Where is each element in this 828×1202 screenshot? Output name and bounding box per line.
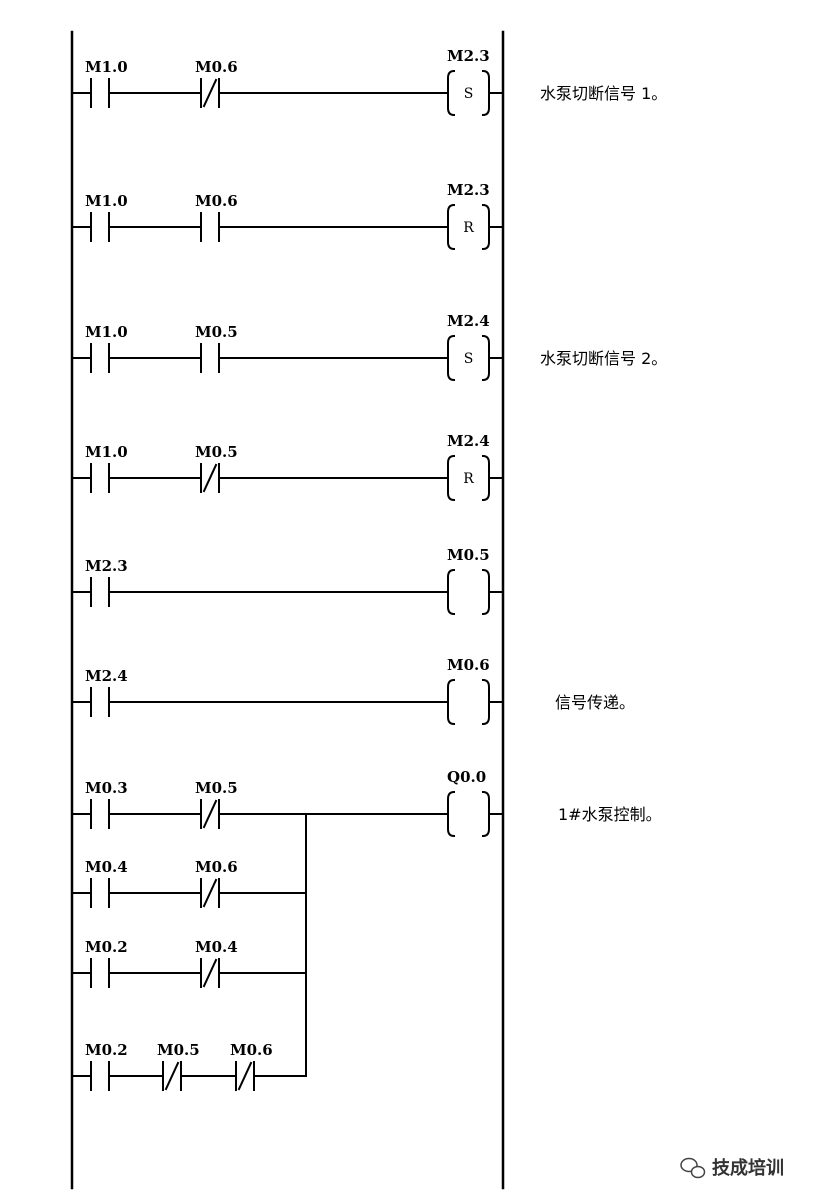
rung-6: M2.4 M0.6 信号传递。: [71, 656, 635, 726]
rung-comment: 信号传递。: [555, 693, 635, 712]
contact-nc: M0.4: [195, 938, 238, 988]
contact-no: M0.5: [195, 323, 238, 373]
contact-no: M0.2: [85, 1041, 128, 1091]
coil-label: M2.4: [447, 312, 490, 330]
rung-5: M2.3 M0.5: [71, 546, 504, 616]
contact-label: M0.2: [85, 938, 128, 956]
contact-nc: M0.6: [195, 858, 238, 908]
wechat-icon: [680, 1157, 706, 1179]
contact-label: M2.4: [85, 667, 128, 685]
coil-letter: R: [463, 471, 474, 487]
contact-slash: [237, 1061, 253, 1091]
contact-label: M0.4: [85, 858, 128, 876]
contact-no: M1.0: [85, 58, 128, 108]
coil: S M2.3: [447, 47, 504, 117]
rung-2: M1.0 M0.6R M2.3: [71, 181, 504, 251]
coil-left-arc: [447, 454, 456, 502]
watermark: 技成培训: [680, 1157, 784, 1179]
coil-label: Q0.0: [447, 768, 486, 786]
contact-slash: [202, 78, 218, 108]
coil: M0.6: [447, 656, 504, 726]
coil-label: M2.4: [447, 432, 490, 450]
coil-label: M2.3: [447, 181, 490, 199]
coil-left-arc: [447, 334, 456, 382]
coil-label: M2.3: [447, 47, 490, 65]
contact-no: M0.3: [85, 779, 128, 829]
contact-no: M2.4: [85, 667, 128, 717]
coil: M0.5: [447, 546, 504, 616]
contact-label: M0.6: [195, 58, 238, 76]
contact-label: M0.6: [195, 858, 238, 876]
contact-label: M0.5: [195, 779, 238, 797]
contact-label: M1.0: [85, 192, 128, 210]
rung-comment: 水泵切断信号 1。: [540, 84, 667, 103]
contact-nc: M0.5: [195, 779, 238, 829]
contact-label: M1.0: [85, 323, 128, 341]
coil: S M2.4: [447, 312, 504, 382]
contact-slash: [202, 799, 218, 829]
contact-label: M0.5: [157, 1041, 200, 1059]
branch-1: M0.3 M0.5: [71, 779, 307, 829]
coil-left-arc: [447, 69, 456, 117]
coil-left-arc: [447, 203, 456, 251]
coil-letter: R: [463, 220, 474, 236]
contact-slash: [202, 463, 218, 493]
contact-label: M0.6: [230, 1041, 273, 1059]
watermark-text: 技成培训: [712, 1157, 784, 1179]
contact-no: M1.0: [85, 443, 128, 493]
branch-4: M0.2 M0.5 M0.6: [71, 1041, 307, 1091]
contact-label: M0.6: [195, 192, 238, 210]
coil-left-arc: [447, 568, 456, 616]
coil: Q0.0: [447, 768, 504, 838]
coil-left-arc: [447, 790, 456, 838]
coil: R M2.4: [447, 432, 504, 502]
contact-no: M0.4: [85, 858, 128, 908]
branch-3: M0.2 M0.4: [71, 938, 307, 988]
contact-label: M0.5: [195, 443, 238, 461]
contact-no: M0.2: [85, 938, 128, 988]
contact-nc: M0.6: [195, 58, 238, 108]
coil-letter: S: [464, 86, 474, 102]
contact-no: M1.0: [85, 323, 128, 373]
contact-no: M1.0: [85, 192, 128, 242]
contact-label: M1.0: [85, 443, 128, 461]
contact-slash: [164, 1061, 180, 1091]
rung-1: M1.0 M0.6S M2.3 水泵切断信号 1。: [71, 47, 667, 117]
coil-label: M0.6: [447, 656, 490, 674]
contact-label: M0.2: [85, 1041, 128, 1059]
contact-label: M0.3: [85, 779, 128, 797]
coil: R M2.3: [447, 181, 504, 251]
contact-nc: M0.5: [157, 1041, 200, 1091]
rung-3: M1.0 M0.5S M2.4 水泵切断信号 2。: [71, 312, 667, 382]
coil-letter: S: [464, 351, 474, 367]
contact-label: M0.5: [195, 323, 238, 341]
branch-2: M0.4 M0.6: [71, 858, 307, 908]
rung-comment: 1#水泵控制。: [558, 805, 662, 824]
contact-no: M0.6: [195, 192, 238, 242]
contact-no: M2.3: [85, 557, 128, 607]
contact-nc: M0.6: [230, 1041, 273, 1091]
contact-nc: M0.5: [195, 443, 238, 493]
contact-label: M1.0: [85, 58, 128, 76]
coil-left-arc: [447, 678, 456, 726]
contact-label: M0.4: [195, 938, 238, 956]
contact-label: M2.3: [85, 557, 128, 575]
coil-label: M0.5: [447, 546, 490, 564]
rung-4: M1.0 M0.5R M2.4: [71, 432, 504, 502]
contact-slash: [202, 878, 218, 908]
rung-comment: 水泵切断信号 2。: [540, 349, 667, 368]
contact-slash: [202, 958, 218, 988]
